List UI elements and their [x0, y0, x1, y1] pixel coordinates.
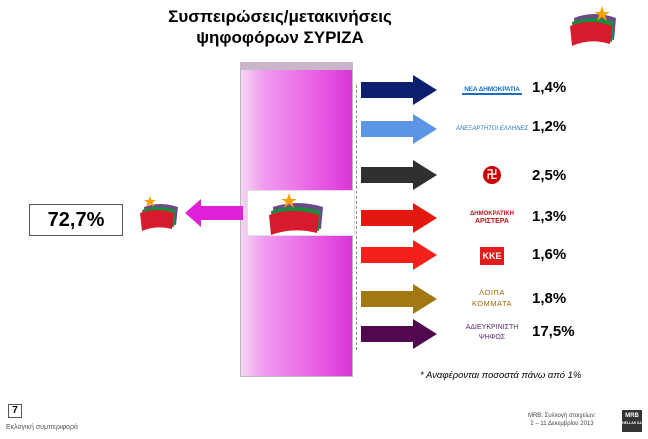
- xa-logo: 卍: [452, 161, 532, 189]
- flow-arrow-undecided-icon: [361, 319, 437, 349]
- flow-value-xa: 2,5%: [532, 167, 567, 184]
- title-line-2: ψηφοφόρων ΣΥΡΙΖΑ: [196, 28, 364, 47]
- flow-arrow-nd-icon: [361, 75, 437, 105]
- syriza-logo-icon: [566, 4, 624, 46]
- flow-arrow-dimar-icon: [361, 203, 437, 233]
- retention-value: 72,7%: [29, 204, 123, 236]
- mrb-logo: MRB HELLAS SA: [622, 410, 642, 432]
- page-number: 7: [8, 404, 22, 418]
- anel-logo: ΑΝΕΞΑΡΤΗΤΟΙ ΕΛΛΗΝΕΣ: [452, 115, 532, 143]
- mrb-logo-sub: HELLAS SA: [622, 421, 642, 425]
- flow-arrow-anel-icon: [361, 114, 437, 144]
- slide-title: Συσπειρώσεις/μετακινήσεις ψηφοφόρων ΣΥΡΙ…: [120, 6, 440, 48]
- flow-divider-line: [356, 85, 357, 350]
- flow-value-kke: 1,6%: [532, 246, 567, 263]
- flow-value-other: 1,8%: [532, 290, 567, 307]
- flow-value-nd: 1,4%: [532, 79, 567, 96]
- title-line-1: Συσπειρώσεις/μετακινήσεις: [168, 7, 392, 26]
- syriza-small-logo-icon: [136, 195, 184, 231]
- flow-arrow-xa-icon: [361, 160, 437, 190]
- flow-arrow-kke-icon: [361, 240, 437, 270]
- flow-value-undecided: 17,5%: [532, 323, 575, 340]
- column-top-edge: [240, 62, 353, 70]
- retention-arrow-icon: [185, 198, 243, 228]
- footnote: * Αναφέρονται ποσοστά πάνω από 1%: [420, 370, 582, 381]
- source-line-2: 2 – 11 Δεκεμβρίου 2013: [530, 421, 594, 427]
- section-label: Εκλογική συμπεριφορά: [6, 424, 78, 431]
- syriza-center-logo-icon: [263, 191, 333, 235]
- flow-value-anel: 1,2%: [532, 118, 567, 135]
- anel-logo-text: ΑΝΕΞΑΡΤΗΤΟΙ ΕΛΛΗΝΕΣ: [455, 126, 529, 132]
- kke-logo: ΚΚΕ: [452, 242, 532, 270]
- flow-arrow-other-icon: [361, 284, 437, 314]
- flow-value-dimar: 1,3%: [532, 208, 567, 225]
- nd-logo: ΝΕΑ ΔΗΜΟΚΡΑΤΙΑ: [452, 76, 532, 104]
- mrb-logo-text: MRB: [625, 413, 639, 419]
- source-line-1: MRB, Συλλογή στοιχείων:: [527, 413, 597, 419]
- nd-logo-text: ΝΕΑ ΔΗΜΟΚΡΑΤΙΑ: [462, 85, 522, 95]
- kke-logo-text: ΚΚΕ: [480, 247, 504, 265]
- source-note: MRB, Συλλογή στοιχείων: 2 – 11 Δεκεμβρίο…: [506, 412, 618, 428]
- meander-icon: 卍: [483, 166, 501, 184]
